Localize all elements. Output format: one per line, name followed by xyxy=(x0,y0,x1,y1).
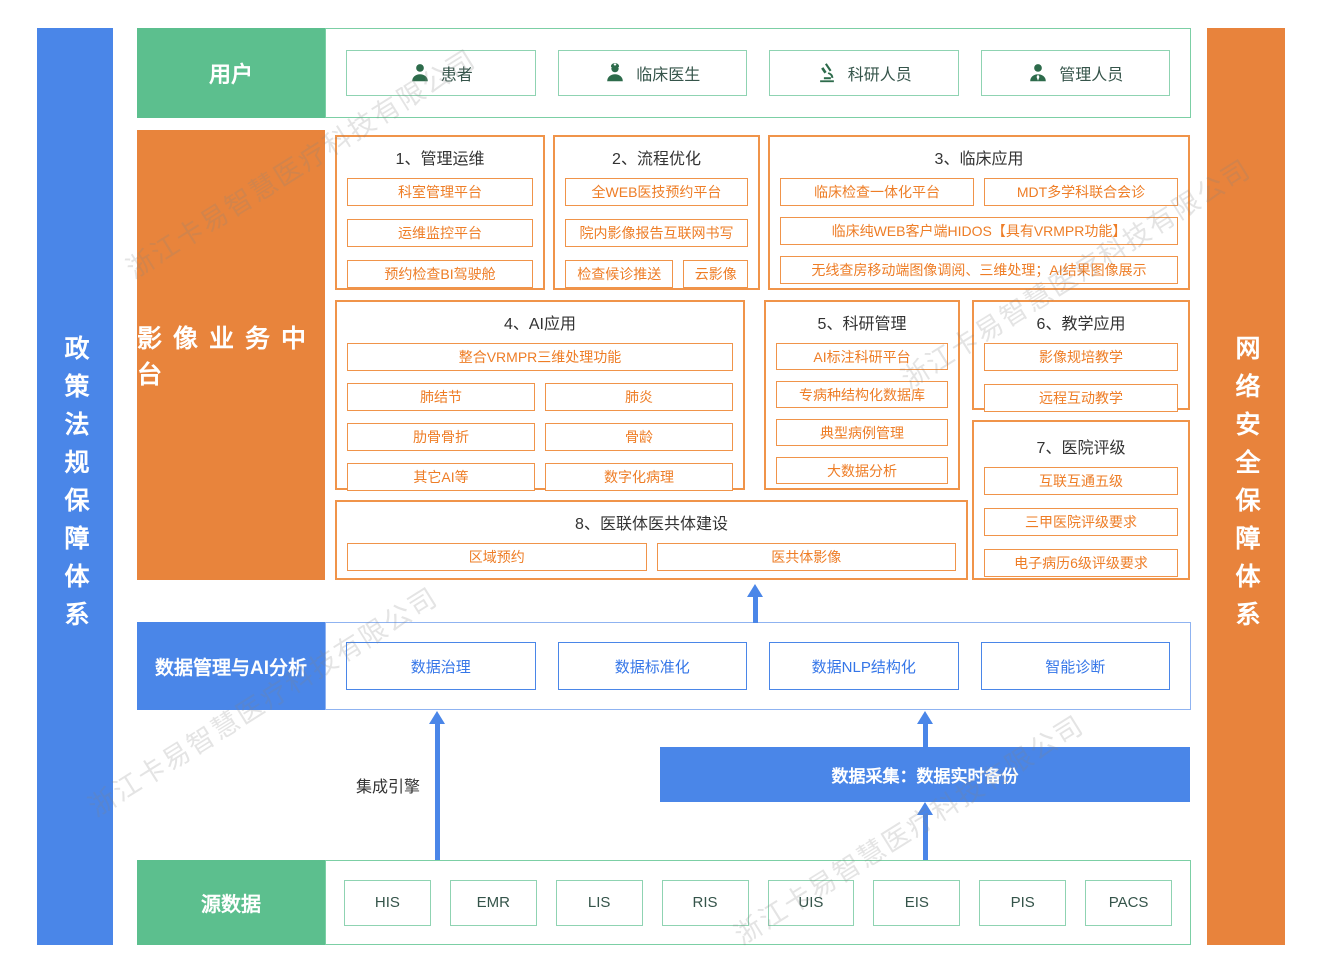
section-item: 临床检查一体化平台 xyxy=(780,178,974,206)
data-mgmt-item: 数据治理 xyxy=(346,642,536,690)
section-item: 临床纯WEB客户端HIDOS【具有VRMPR功能】 xyxy=(780,217,1178,245)
user-item-manager: 管理人员 xyxy=(980,50,1170,96)
arrow-collection-to-mgmt xyxy=(917,711,933,747)
section-item: 云影像 xyxy=(683,260,748,288)
policy-regulation-bar: 政策法规保障体系 xyxy=(37,28,113,945)
section-title: 6、教学应用 xyxy=(1036,316,1126,333)
section-item: 全WEB医技预约平台 xyxy=(565,178,748,206)
data-mgmt-row-content: 数据治理 数据标准化 数据NLP结构化 智能诊断 xyxy=(325,622,1191,710)
section-title: 5、科研管理 xyxy=(817,316,907,333)
user-item-clinical-doctor: 临床医生 xyxy=(557,50,747,96)
data-mgmt-row-label: 数据管理与AI分析 xyxy=(137,622,325,710)
data-collection-banner: 数据采集：数据实时备份 xyxy=(660,747,1190,802)
source-item: EMR xyxy=(449,879,537,926)
data-collection-label: 数据采集：数据实时备份 xyxy=(831,767,1019,786)
data-mgmt-row-label-text: 数据管理与AI分析 xyxy=(154,657,307,679)
section-title: 3、临床应用 xyxy=(934,151,1024,168)
microscope-icon xyxy=(819,63,834,83)
section-item: MDT多学科联合会诊 xyxy=(984,178,1178,206)
section-item: 数字化病理 xyxy=(545,463,733,491)
source-item: EIS xyxy=(873,879,961,926)
user-item-researcher: 科研人员 xyxy=(769,50,959,96)
arrow-up-to-platform xyxy=(747,584,763,623)
integration-engine-label: 集成引擎 xyxy=(355,779,420,796)
section-item: 肺炎 xyxy=(545,383,733,411)
section-item: 典型病例管理 xyxy=(776,419,948,446)
source-item: PIS xyxy=(979,879,1067,926)
user-item-label: 管理人员 xyxy=(1059,67,1124,84)
section-item: 专病种结构化数据库 xyxy=(776,381,948,408)
section-item: 整合VRMPR三维处理功能 xyxy=(347,343,733,371)
section-item: 区域预约 xyxy=(347,543,647,571)
section-item: 影像规培教学 xyxy=(984,343,1178,371)
section-item: AI标注科研平台 xyxy=(776,343,948,370)
source-item: HIS xyxy=(344,879,431,926)
users-row-content: 患者 临床医生 科研人员 管理人员 xyxy=(325,28,1191,118)
section-item: 肺结节 xyxy=(347,383,535,411)
section-item: 无线查房移动端图像调阅、三维处理；AI结果图像展示 xyxy=(780,256,1178,284)
section-title: 2、流程优化 xyxy=(612,151,701,168)
user-item-label: 临床医生 xyxy=(636,67,701,84)
data-mgmt-item: 数据NLP结构化 xyxy=(769,642,959,690)
section-item: 预约检查BI驾驶舱 xyxy=(347,260,533,288)
section-research-management: 5、科研管理 AI标注科研平台 专病种结构化数据库 典型病例管理 大数据分析 xyxy=(764,300,960,490)
section-item: 肋骨骨折 xyxy=(347,423,535,451)
policy-regulation-label: 政策法规保障体系 xyxy=(61,334,89,639)
section-clinical-application: 3、临床应用 临床检查一体化平台 MDT多学科联合会诊 临床纯WEB客户端HID… xyxy=(768,135,1190,290)
data-mgmt-item: 智能诊断 xyxy=(980,642,1170,690)
user-item-label: 科研人员 xyxy=(847,67,912,84)
section-item: 科室管理平台 xyxy=(347,178,533,206)
section-item: 骨龄 xyxy=(545,423,733,451)
imaging-platform-label: 影像业务中台 xyxy=(137,130,325,580)
section-title: 7、医院评级 xyxy=(1036,440,1126,457)
section-teaching-application: 6、教学应用 影像规培教学 远程互动教学 xyxy=(972,300,1190,412)
section-title: 8、医联体医共体建设 xyxy=(575,516,728,533)
source-item: LIS xyxy=(555,879,643,926)
source-row-content: HIS EMR LIS RIS UIS EIS PIS PACS xyxy=(325,860,1191,945)
section-management-ops: 1、管理运维 科室管理平台 运维监控平台 预约检查BI驾驶舱 xyxy=(335,135,545,290)
section-title: 1、管理运维 xyxy=(395,151,485,168)
source-row-label: 源数据 xyxy=(137,860,325,945)
data-mgmt-item: 数据标准化 xyxy=(557,642,747,690)
arrow-source-to-collection xyxy=(917,802,933,860)
section-item: 互联互通五级 xyxy=(984,467,1178,495)
section-item: 三甲医院评级要求 xyxy=(984,508,1178,536)
section-item: 检查候诊推送 xyxy=(565,260,674,288)
section-ai-application: 4、AI应用 整合VRMPR三维处理功能 肺结节 肺炎 肋骨骨折 骨龄 其它AI… xyxy=(335,300,745,491)
section-item: 院内影像报告互联网书写 xyxy=(565,219,748,247)
user-item-label: 患者 xyxy=(440,67,473,84)
users-row-label: 用户 xyxy=(137,28,325,118)
source-item: RIS xyxy=(661,879,749,926)
section-item: 医共体影像 xyxy=(656,543,956,571)
section-item: 运维监控平台 xyxy=(347,219,533,247)
network-security-bar: 网络安全保障体系 xyxy=(1207,28,1285,945)
section-title: 4、AI应用 xyxy=(503,316,577,333)
imaging-platform-label-text: 影像业务中台 xyxy=(137,325,318,389)
section-process-optimization: 2、流程优化 全WEB医技预约平台 院内影像报告互联网书写 检查候诊推送 云影像 xyxy=(553,135,760,290)
section-medical-alliance: 8、医联体医共体建设 区域预约 医共体影像 xyxy=(335,500,968,580)
section-item: 其它AI等 xyxy=(347,463,535,491)
section-item: 大数据分析 xyxy=(776,457,948,484)
section-hospital-rating: 7、医院评级 互联互通五级 三甲医院评级要求 电子病历6级评级要求 xyxy=(972,420,1190,580)
section-item: 电子病历6级评级要求 xyxy=(984,549,1178,577)
patient-icon xyxy=(411,64,428,82)
source-row-label-text: 源数据 xyxy=(201,894,261,916)
manager-icon xyxy=(1030,64,1047,82)
network-security-label: 网络安全保障体系 xyxy=(1232,334,1260,639)
integration-engine-arrow xyxy=(429,711,445,860)
user-item-patient: 患者 xyxy=(346,50,536,96)
source-item: UIS xyxy=(767,879,855,926)
users-row-label-text: 用户 xyxy=(208,62,253,87)
clinical-doctor-icon xyxy=(607,63,624,82)
section-item: 远程互动教学 xyxy=(984,384,1178,412)
source-item: PACS xyxy=(1085,879,1172,926)
